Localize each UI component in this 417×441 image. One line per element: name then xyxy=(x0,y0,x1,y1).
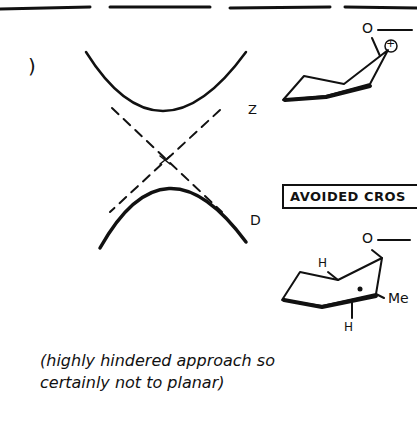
chair-ring xyxy=(282,258,382,306)
chair-ring xyxy=(283,50,388,100)
bond xyxy=(372,250,382,258)
bond xyxy=(378,239,410,241)
text-label: Z xyxy=(248,102,257,117)
text-label: O xyxy=(362,20,373,36)
bond xyxy=(328,272,338,280)
bond xyxy=(372,38,380,56)
bond xyxy=(378,29,412,31)
text-label: H xyxy=(344,320,353,334)
text-label: H xyxy=(318,256,327,270)
boxed-note: AVOIDED CROS xyxy=(282,184,417,209)
text-label: Me xyxy=(388,290,409,306)
bond xyxy=(351,300,353,318)
chair-front-edge xyxy=(285,86,370,100)
top-rule xyxy=(0,7,417,9)
chair-front-edge xyxy=(284,296,376,307)
dashed-diabatic xyxy=(110,110,220,212)
lower-curve xyxy=(100,188,246,248)
caption-note: (highly hindered approach so certainly n… xyxy=(40,350,340,394)
crossing-mark xyxy=(160,156,170,164)
text-label: O xyxy=(362,230,373,246)
box-text: AVOIDED CROS xyxy=(290,189,411,204)
upper-curve xyxy=(86,52,246,111)
dot xyxy=(358,287,363,292)
text-label: D xyxy=(250,212,261,228)
text-label: ) xyxy=(28,54,36,78)
bond xyxy=(376,294,384,298)
text-label: + xyxy=(386,37,395,50)
